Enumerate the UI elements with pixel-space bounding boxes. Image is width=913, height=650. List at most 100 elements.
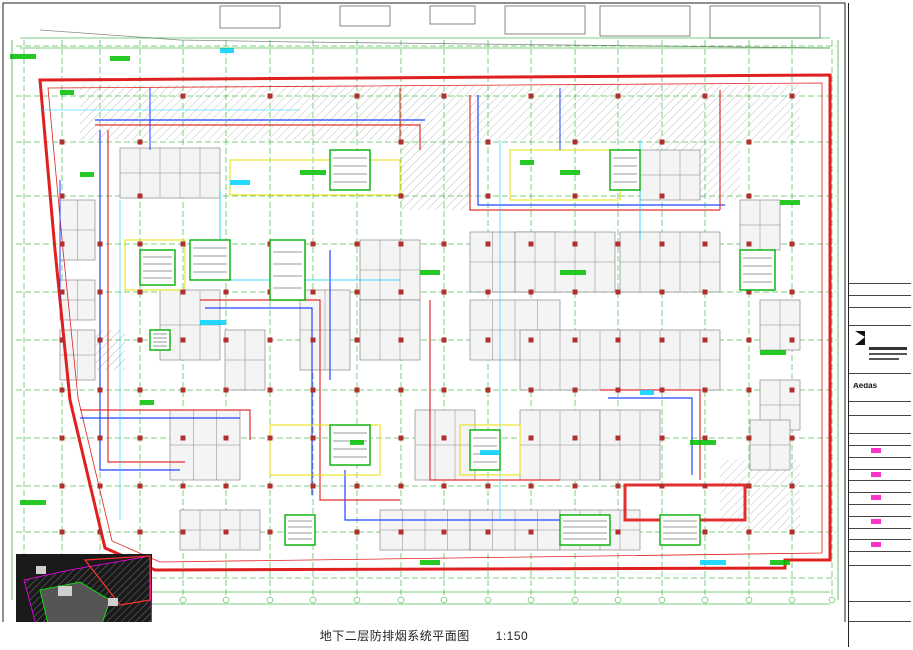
duct-run [200, 299, 400, 501]
structural-column [97, 241, 103, 247]
structural-column [398, 387, 404, 393]
structural-column [180, 387, 186, 393]
structural-column [310, 337, 316, 343]
structural-column [354, 529, 360, 535]
title-block-sign-row [849, 480, 911, 494]
key-plan [16, 554, 153, 641]
structural-column [267, 337, 273, 343]
structural-column [97, 289, 103, 295]
title-block-logo: Aedas [849, 373, 911, 402]
structural-column [659, 337, 665, 343]
structural-column [702, 241, 708, 247]
structural-column [223, 337, 229, 343]
grid-bubble [179, 596, 187, 604]
structural-column [223, 529, 229, 535]
structural-column [572, 139, 578, 145]
structural-column [659, 435, 665, 441]
structural-column [572, 435, 578, 441]
structural-column [223, 483, 229, 489]
structural-column [441, 241, 447, 247]
structural-column [310, 435, 316, 441]
structural-column [702, 93, 708, 99]
title-block-revision-row [849, 283, 911, 296]
title-block-notes-area [849, 3, 911, 284]
structural-column [528, 387, 534, 393]
drawing-scale: 1:150 [495, 629, 529, 643]
structural-column [485, 139, 491, 145]
structural-column [702, 387, 708, 393]
duct-run [95, 124, 421, 150]
structural-column [137, 289, 143, 295]
structural-column [702, 529, 708, 535]
parking-bay-block [179, 509, 261, 551]
drawing-caption: 地下二层防排烟系统平面图 1:150 [0, 627, 848, 644]
stair-core [269, 239, 306, 301]
parking-bay-block [749, 419, 791, 471]
revision-mark [871, 448, 881, 453]
structural-column [572, 337, 578, 343]
duct-run [80, 409, 251, 440]
grid-bubble [571, 596, 579, 604]
structural-column [180, 93, 186, 99]
duct-run [205, 307, 313, 495]
stair-core [659, 514, 701, 546]
stair-core [559, 514, 611, 546]
structural-column [59, 241, 65, 247]
structural-column [485, 483, 491, 489]
structural-column [572, 241, 578, 247]
hatched-zones [80, 85, 800, 530]
structural-column [615, 289, 621, 295]
structural-column [702, 483, 708, 489]
structural-column [59, 387, 65, 393]
revision-mark [871, 542, 881, 548]
structural-column [485, 387, 491, 393]
title-block: Aedas [848, 3, 911, 647]
structural-column [441, 337, 447, 343]
structural-column [310, 387, 316, 393]
stair-core [609, 149, 641, 191]
structural-column [137, 483, 143, 489]
parking-bay-block [359, 299, 421, 361]
stair-core [149, 329, 171, 351]
structural-column [441, 435, 447, 441]
structural-column [659, 193, 665, 199]
stair-core [284, 514, 316, 546]
title-block-row [849, 433, 911, 446]
structural-column [615, 483, 621, 489]
structural-column [267, 93, 273, 99]
core-outline [284, 514, 316, 546]
structural-column [97, 337, 103, 343]
core-outline [609, 149, 641, 191]
structural-column [223, 289, 229, 295]
parking-bay-block [59, 199, 96, 261]
grid-bubble [828, 596, 836, 604]
structural-column [789, 289, 795, 295]
equipment-tag [200, 320, 226, 325]
equipment-tag [690, 440, 716, 445]
structural-column [615, 435, 621, 441]
duct-run [600, 389, 701, 480]
title-block-sign-row [849, 504, 911, 517]
company-logo: Aedas [853, 383, 878, 388]
structural-column [615, 93, 621, 99]
grid-bubble [266, 596, 274, 604]
structural-column [789, 529, 795, 535]
structural-column [354, 241, 360, 247]
title-block-date-row [849, 601, 911, 622]
core-outline [559, 514, 611, 546]
structural-column [485, 529, 491, 535]
equipment-tag [560, 270, 586, 275]
structural-column [137, 529, 143, 535]
grid-bubble [658, 596, 666, 604]
equipment-tag [220, 48, 234, 53]
title-block-drawing-name-row [849, 415, 911, 434]
title-block-client-row [849, 401, 911, 416]
structural-column [441, 289, 447, 295]
duct-run [469, 95, 720, 211]
duct-run [608, 397, 693, 475]
equipment-tag [300, 170, 326, 175]
title-block-sign-row [849, 445, 911, 458]
structural-column [485, 337, 491, 343]
parking-bay-block [59, 279, 96, 321]
structural-column [615, 387, 621, 393]
